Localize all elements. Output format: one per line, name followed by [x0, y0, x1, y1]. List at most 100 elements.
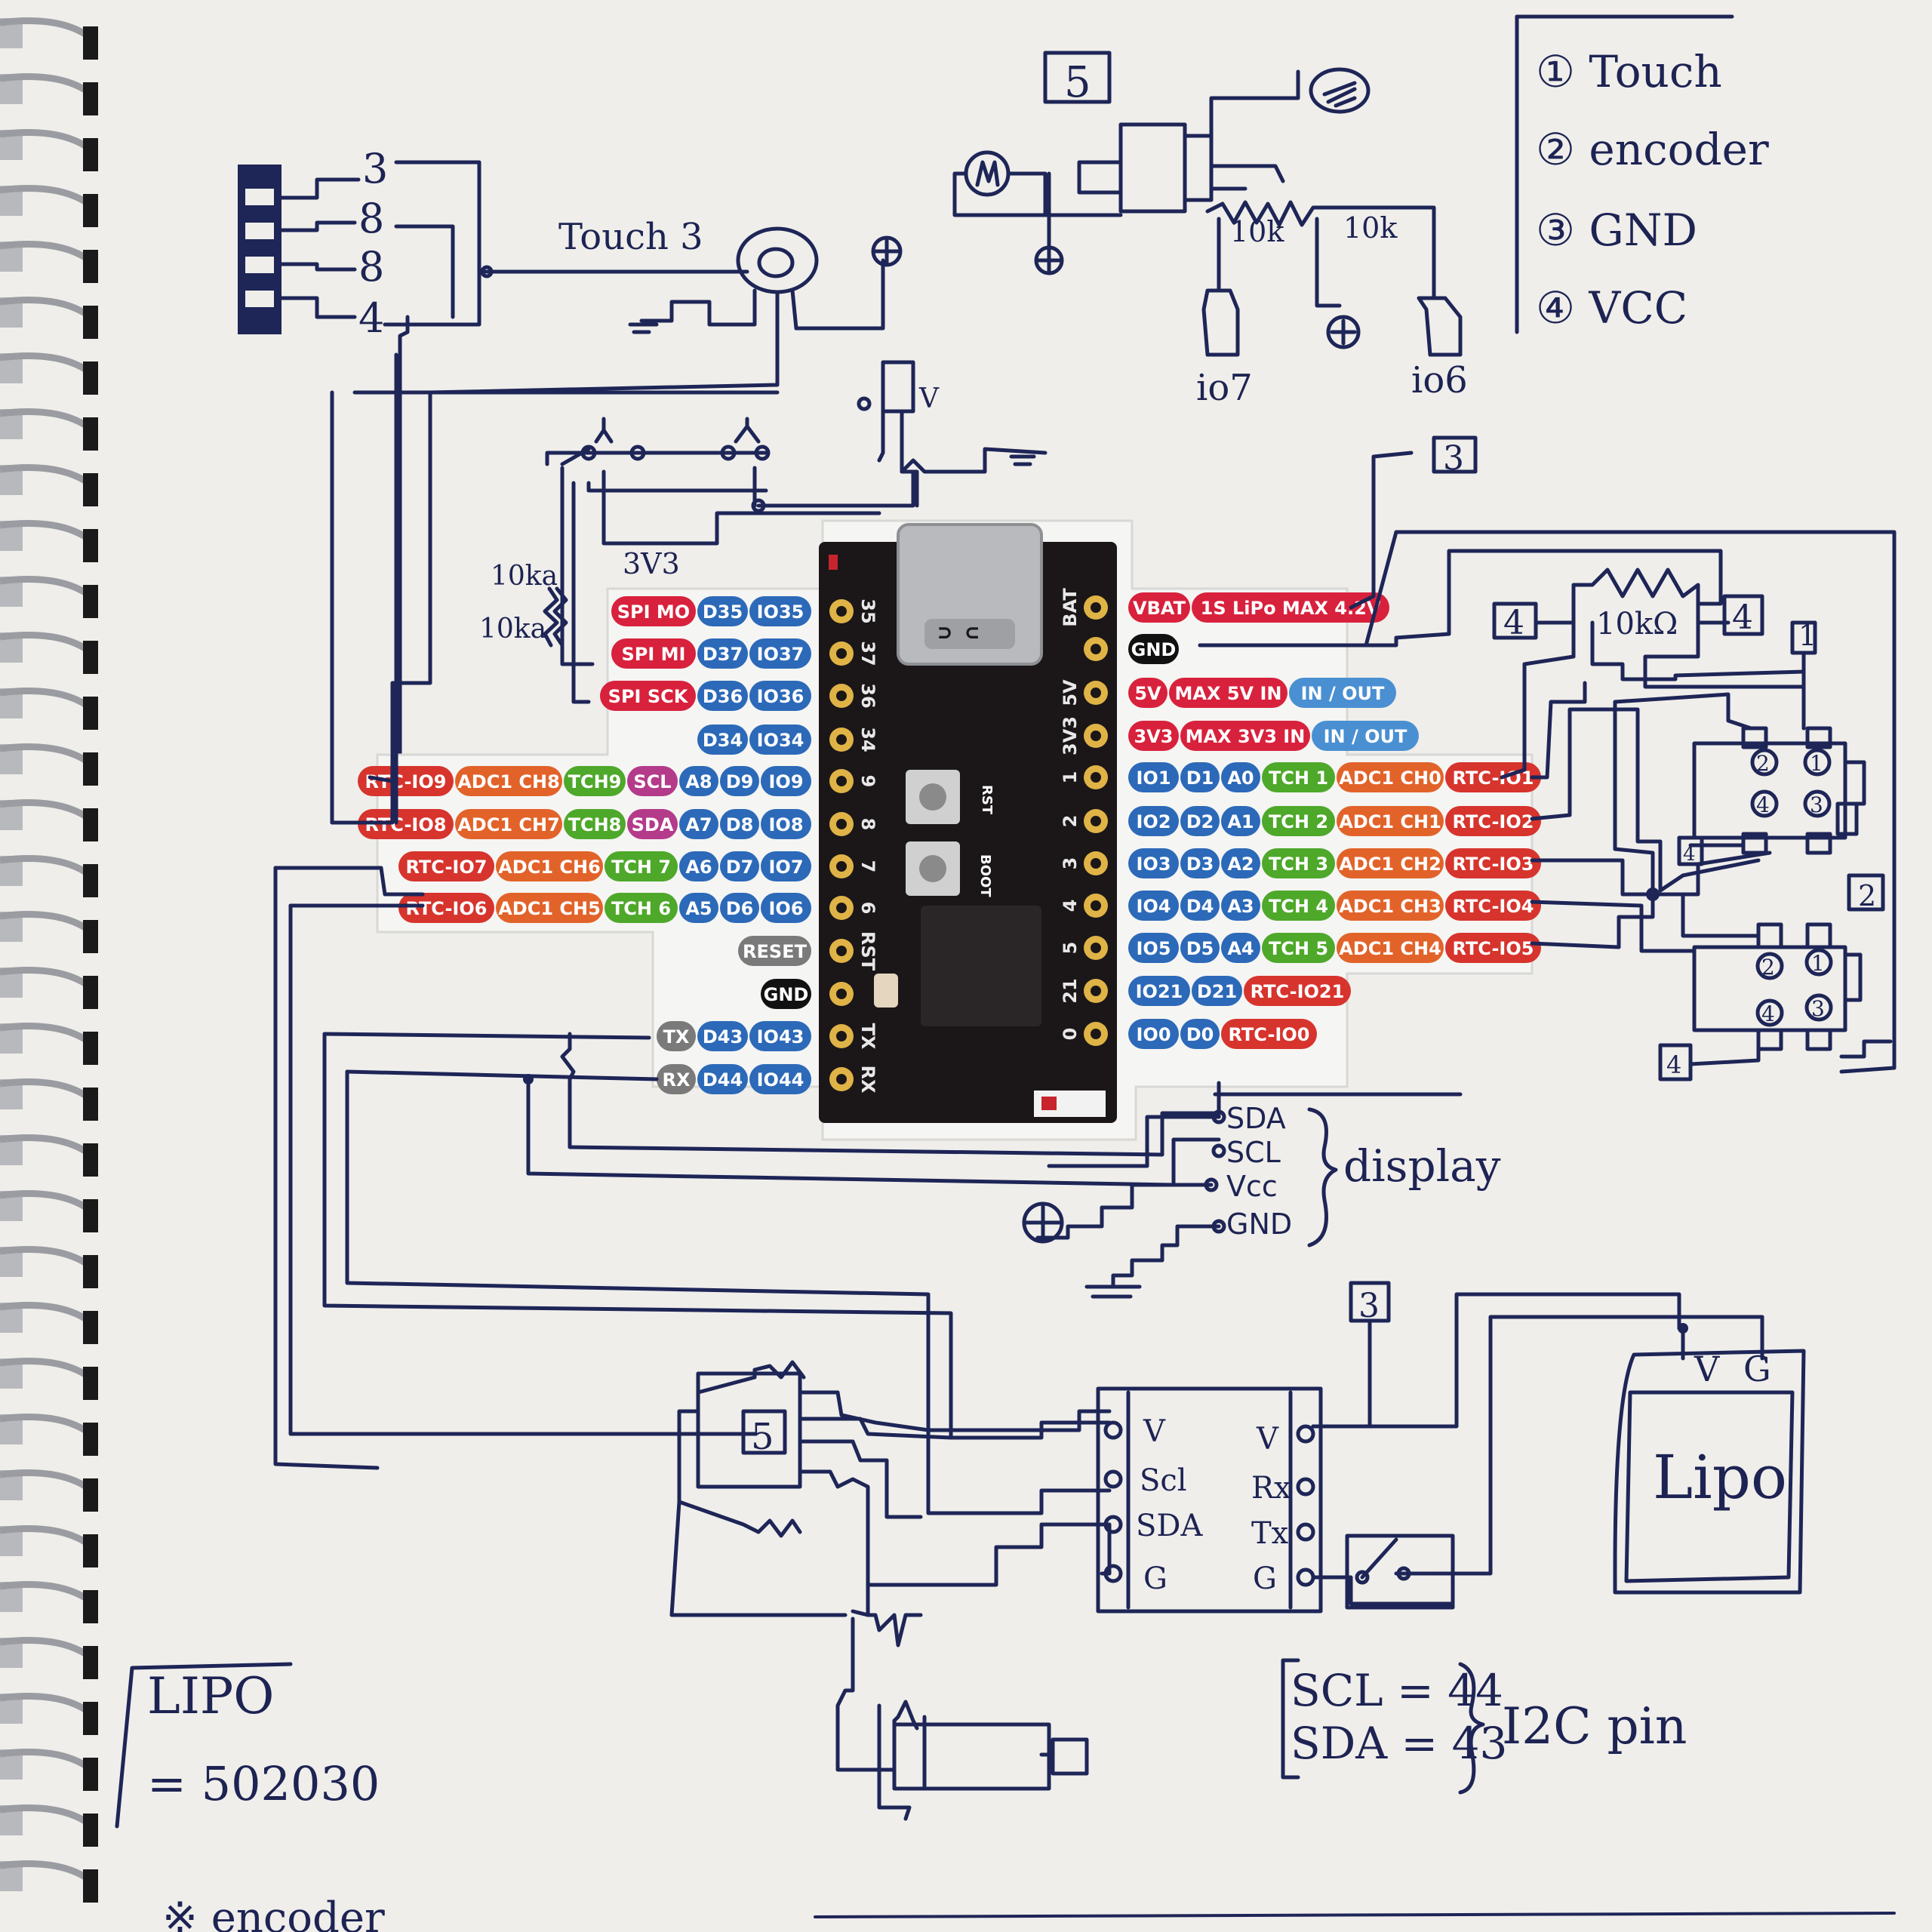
pin-tag-label: RX: [663, 1069, 691, 1091]
legend-item-touch: ① Touch: [1536, 46, 1722, 97]
spiral-hole: [83, 1646, 98, 1679]
pin-tag-bg: [749, 681, 811, 711]
spiral-hole: [83, 1032, 98, 1065]
pin-tag-label: D4: [1186, 896, 1214, 917]
spiral-hole: [83, 138, 98, 171]
charger-right-pin-g: G: [1253, 1561, 1277, 1596]
pin-tag-label: RTC-IO2: [1453, 811, 1534, 832]
pin-tag: 1S LiPo MAX 4.2V: [1192, 592, 1389, 623]
pin-tag-label: TCH8: [568, 814, 622, 835]
pin-tag-label: A2: [1227, 854, 1254, 875]
pin-tag-label: D5: [1186, 938, 1214, 959]
pin-tag-label: A7: [685, 814, 712, 835]
pin-tag-label: RTC-IO3: [1453, 854, 1534, 875]
spiral-hole: [83, 1255, 98, 1288]
i2c-pin-label: I2C pin: [1502, 1697, 1687, 1755]
pin-tag-label: D8: [726, 814, 754, 835]
vcc-right-label: 4: [1732, 598, 1753, 637]
pin-tag-bg: [761, 893, 811, 923]
pin-tag-label: IO9: [768, 771, 803, 792]
pin-tag-bg: [1221, 806, 1260, 836]
i2c-scl-note: SCL = 44: [1291, 1665, 1503, 1716]
pin-tag-label: VBAT: [1133, 598, 1186, 619]
pin-tag-label: ADC1 CH0: [1339, 768, 1441, 789]
pin-tag: 5V: [1128, 678, 1168, 708]
pin-tag: D35: [697, 596, 748, 626]
pin-tag-label: TX: [663, 1026, 690, 1048]
spiral-hole: [83, 1590, 98, 1623]
pin-tag-bg: [679, 766, 718, 796]
pin-tag-label: ADC1 CH6: [498, 857, 601, 878]
bottom-chip: [696, 1371, 802, 1489]
touch-pin-icon: [871, 235, 903, 267]
pin-tag-label: ADC1 CH8: [457, 771, 560, 792]
pin-tag-bg: [1262, 806, 1335, 836]
pin-tag-label: D37: [703, 644, 743, 665]
pin-tag: TCH 1: [1262, 762, 1335, 792]
pin-tag: RTC-IO6: [398, 893, 494, 923]
touch-label: Touch 3: [558, 216, 703, 258]
pin-tag-bg: [398, 893, 494, 923]
top-module-box: [1043, 51, 1112, 104]
pin-tag-bg: [1128, 634, 1179, 664]
pin-tag: ADC1 CH8: [455, 766, 562, 796]
pin-tag-label: A3: [1227, 896, 1254, 917]
enc1-pin-c: 4: [1756, 792, 1770, 817]
spiral-hole: [83, 1478, 98, 1512]
encoder-mark-2: 2: [1858, 879, 1876, 912]
pin-tag-bg: [720, 766, 759, 796]
pin-tag-bg: [1262, 891, 1335, 921]
charger-left-pin-sda: SDA: [1136, 1509, 1203, 1543]
pin-tag-label: ADC1 CH1: [1339, 811, 1441, 832]
pin-tag-bg: [1337, 806, 1444, 836]
pin-tag: A0: [1221, 762, 1260, 792]
pin-tag-bg: [1128, 891, 1179, 921]
display-label: display: [1343, 1140, 1501, 1192]
header-v-label: V: [918, 383, 940, 414]
rst-button-label: RST: [979, 785, 995, 815]
pin-tag-label: GND: [764, 984, 809, 1005]
pin-tag: SPI MO: [611, 596, 696, 626]
pin-tag-label: IO35: [757, 601, 804, 623]
pin-tag-label: D43: [703, 1026, 743, 1048]
switch-area: V 3V3 10ka 10ka: [479, 360, 1048, 704]
pin-tag-label: A8: [685, 771, 712, 792]
pin-tag: IO43: [749, 1021, 811, 1051]
pin-tag-label: RTC-IO8: [365, 814, 447, 835]
legend-item-encoder: ② encoder: [1536, 124, 1769, 175]
pin-tag-label: SCL: [633, 771, 671, 792]
pin-tag-label: IO4: [1136, 896, 1171, 917]
pin-tag: IO3: [1128, 848, 1179, 878]
pin-tag-label: IN / OUT: [1324, 726, 1407, 747]
lipo-outline: [1613, 1349, 1806, 1595]
spiral-hole: [83, 697, 98, 730]
notes: LIPO = 502030 SCL = 44 SDA = 43 I2C pin …: [115, 1658, 1896, 1932]
pin-tag: A4: [1221, 933, 1260, 963]
pin-tag-bg: [627, 766, 678, 796]
pin-number: 35: [857, 598, 878, 623]
io6-pad: [1417, 296, 1463, 357]
pin-tag-label: IO36: [757, 686, 804, 707]
pin-tag-bg: [1337, 891, 1444, 921]
pin-tag-bg: [1445, 933, 1541, 963]
res2-label: 10ka: [479, 614, 546, 645]
pin-tag-bg: [1445, 848, 1541, 878]
pin-tag-bg: [1180, 848, 1220, 878]
pin-tag-label: D6: [726, 898, 754, 919]
pin-tag-label: D21: [1197, 981, 1237, 1002]
pin-tag-bg: [679, 809, 718, 839]
pin-number: TX: [857, 1023, 878, 1050]
pin-tag: ADC1 CH0: [1337, 762, 1444, 792]
pin-tag-bg: [1337, 762, 1444, 792]
spiral-hole: [83, 1199, 98, 1232]
pin-tag-bg: [1180, 891, 1220, 921]
pin-number: 34: [857, 727, 878, 752]
pin-tag-bg: [1180, 1019, 1220, 1049]
esp32-board: ⊃ ⊂ RST BOOT 353736349876RSTTXRXBAT5V3V3…: [819, 523, 1117, 1123]
pin-tag: TCH 2: [1262, 806, 1335, 836]
pin-tag: RTC-IO9: [358, 766, 454, 796]
pin-tag-bg: [611, 638, 696, 669]
pin-tag-bg: [1221, 762, 1260, 792]
pin-tag-label: ADC1 CH7: [457, 814, 560, 835]
